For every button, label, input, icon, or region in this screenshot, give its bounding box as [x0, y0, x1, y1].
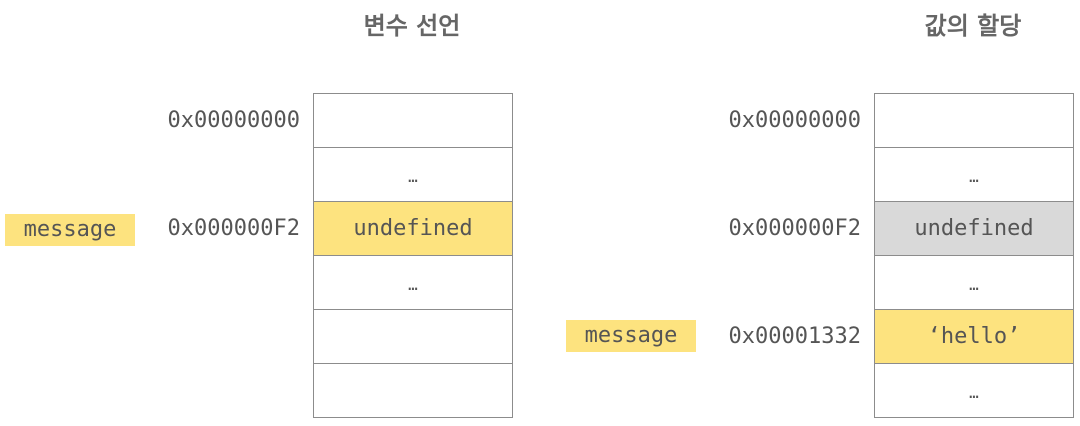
memory-cell-undefined: undefined	[875, 202, 1073, 256]
memory-cell-ellipsis: …	[875, 364, 1073, 418]
memory-cell	[314, 94, 512, 148]
memory-cell-ellipsis: …	[875, 148, 1073, 202]
declaration-title: 변수 선언	[363, 12, 461, 40]
memory-cell-ellipsis: …	[314, 256, 512, 310]
memory-cell	[314, 364, 512, 418]
address-label: 0x000000F2	[167, 216, 300, 241]
memory-cell-ellipsis: …	[875, 256, 1073, 310]
memory-cell-ellipsis: …	[314, 148, 512, 202]
memory-cell-undefined: undefined	[314, 202, 512, 256]
memory-cell-hello: ‘hello’	[875, 310, 1073, 364]
memory-cell	[875, 94, 1073, 148]
memory-block: … undefined … ‘hello’ …	[874, 93, 1074, 418]
address-label: 0x00000000	[728, 108, 861, 133]
variable-label-message: message	[566, 320, 696, 352]
address-label: 0x00000000	[167, 108, 300, 133]
address-label: 0x00001332	[728, 324, 861, 349]
assignment-title: 값의 할당	[924, 12, 1022, 40]
memory-cell	[314, 310, 512, 364]
variable-label-message: message	[5, 214, 135, 246]
memory-block: … undefined …	[313, 93, 513, 418]
address-label: 0x000000F2	[728, 216, 861, 241]
